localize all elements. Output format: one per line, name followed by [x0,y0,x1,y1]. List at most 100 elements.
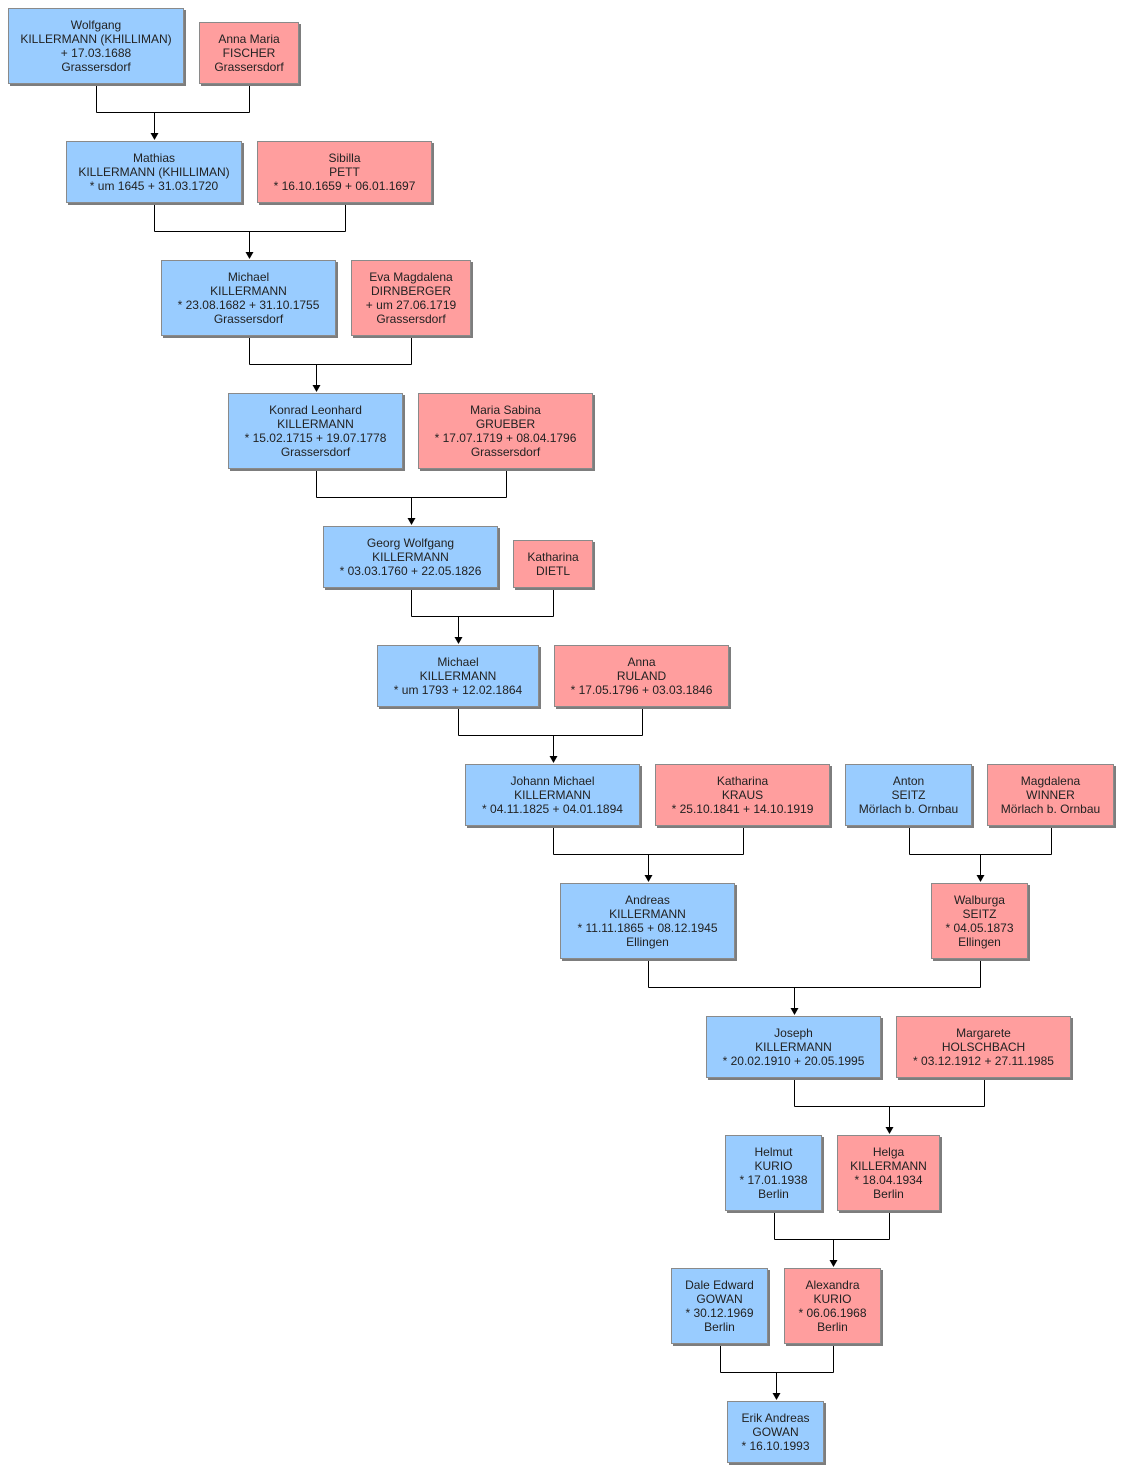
person-detail: * 16.10.1993 [741,1439,810,1453]
person-detail: Grassersdorf [214,60,284,74]
person-detail: Berlin [758,1187,789,1201]
person-detail: * 15.02.1715 + 19.07.1778 [244,431,387,445]
person-detail: * 06.06.1968 [798,1306,867,1320]
person-surname: FISCHER [222,46,276,60]
descent-arrow-icon [245,252,254,259]
person-detail: Grassersdorf [213,312,284,326]
person-detail: * 25.10.1841 + 14.10.1919 [671,802,814,816]
person-surname: HOLSCHBACH [941,1040,1026,1054]
person-given-names: Magdalena [1020,774,1081,788]
person-surname: KILLERMANN [419,669,497,683]
person-surname: KILLERMANN [372,550,449,564]
person-given-names: Mathias [132,151,176,165]
person-surname: KILLERMANN [210,284,287,298]
descent-arrow-icon [549,756,558,763]
person-given-names: Maria Sabina [470,403,541,417]
person-detail: Grassersdorf [470,445,541,459]
person-surname: RULAND [616,669,667,683]
person-given-names: Katharina [716,774,769,788]
person-detail: * 17.01.1938 [739,1173,808,1187]
person-surname: SEITZ [891,788,926,802]
person-surname: KILLERMANN [609,907,686,921]
person-given-names: Wolfgang [70,18,122,32]
person-detail: * 03.03.1760 + 22.05.1826 [339,564,482,578]
person-detail: + um 27.06.1719 [365,298,457,312]
person-given-names: Helga [872,1145,905,1159]
person-given-names: Michael [227,270,270,284]
person-detail: * 11.11.1865 + 08.12.1945 [577,921,718,935]
person-given-names: Dale Edward [685,1278,754,1292]
person-surname: KILLERMANN [514,788,591,802]
person-detail: Grassersdorf [280,445,351,459]
descent-arrow-icon [976,875,985,882]
person-surname: GOWAN [696,1292,743,1306]
person-given-names: Andreas [625,893,670,907]
person-surname: DIRNBERGER [370,284,451,298]
descent-arrow-icon [790,1008,799,1015]
person-detail: Grassersdorf [376,312,446,326]
person-given-names: Margarete [956,1026,1011,1040]
person-surname: KILLERMANN (KHILLIMAN) [78,165,230,179]
person-detail: * 03.12.1912 + 27.11.1985 [913,1054,1054,1068]
person-given-names: Johann Michael [510,774,595,788]
person-detail: Berlin [817,1320,848,1334]
person-detail: * 30.12.1969 [685,1306,754,1320]
person-surname: KILLERMANN [755,1040,832,1054]
descent-arrow-icon [644,875,653,882]
person-given-names: Katharina [527,550,579,564]
person-detail: Mörlach b. Ornbau [1000,802,1101,816]
person-surname: KRAUS [721,788,764,802]
person-surname: KURIO [754,1159,793,1173]
person-detail: * 17.05.1796 + 03.03.1846 [570,683,713,697]
person-surname: GOWAN [752,1425,799,1439]
person-detail: Berlin [873,1187,904,1201]
person-surname: WINNER [1026,788,1075,802]
person-surname: KILLERMANN [277,417,354,431]
person-detail: * 20.02.1910 + 20.05.1995 [722,1054,865,1068]
person-surname: GRUEBER [475,417,536,431]
person-given-names: Sibilla [328,151,361,165]
person-given-names: Eva Magdalena [369,270,453,284]
person-surname: SEITZ [962,907,997,921]
person-given-names: Michael [437,655,479,669]
descent-arrow-icon [312,385,321,392]
person-detail: Grassersdorf [61,60,131,74]
person-detail: * 16.10.1659 + 06.01.1697 [273,179,416,193]
person-surname: PETT [329,165,360,179]
descent-arrow-icon [829,1260,838,1267]
person-detail: * um 1793 + 12.02.1864 [393,683,523,697]
person-given-names: Joseph [774,1026,813,1040]
person-given-names: Anton [892,774,925,788]
person-surname: KURIO [813,1292,852,1306]
person-detail: * um 1645 + 31.03.1720 [89,179,219,193]
person-surname: DIETL [535,564,570,578]
person-given-names: Georg Wolfgang [366,536,455,550]
